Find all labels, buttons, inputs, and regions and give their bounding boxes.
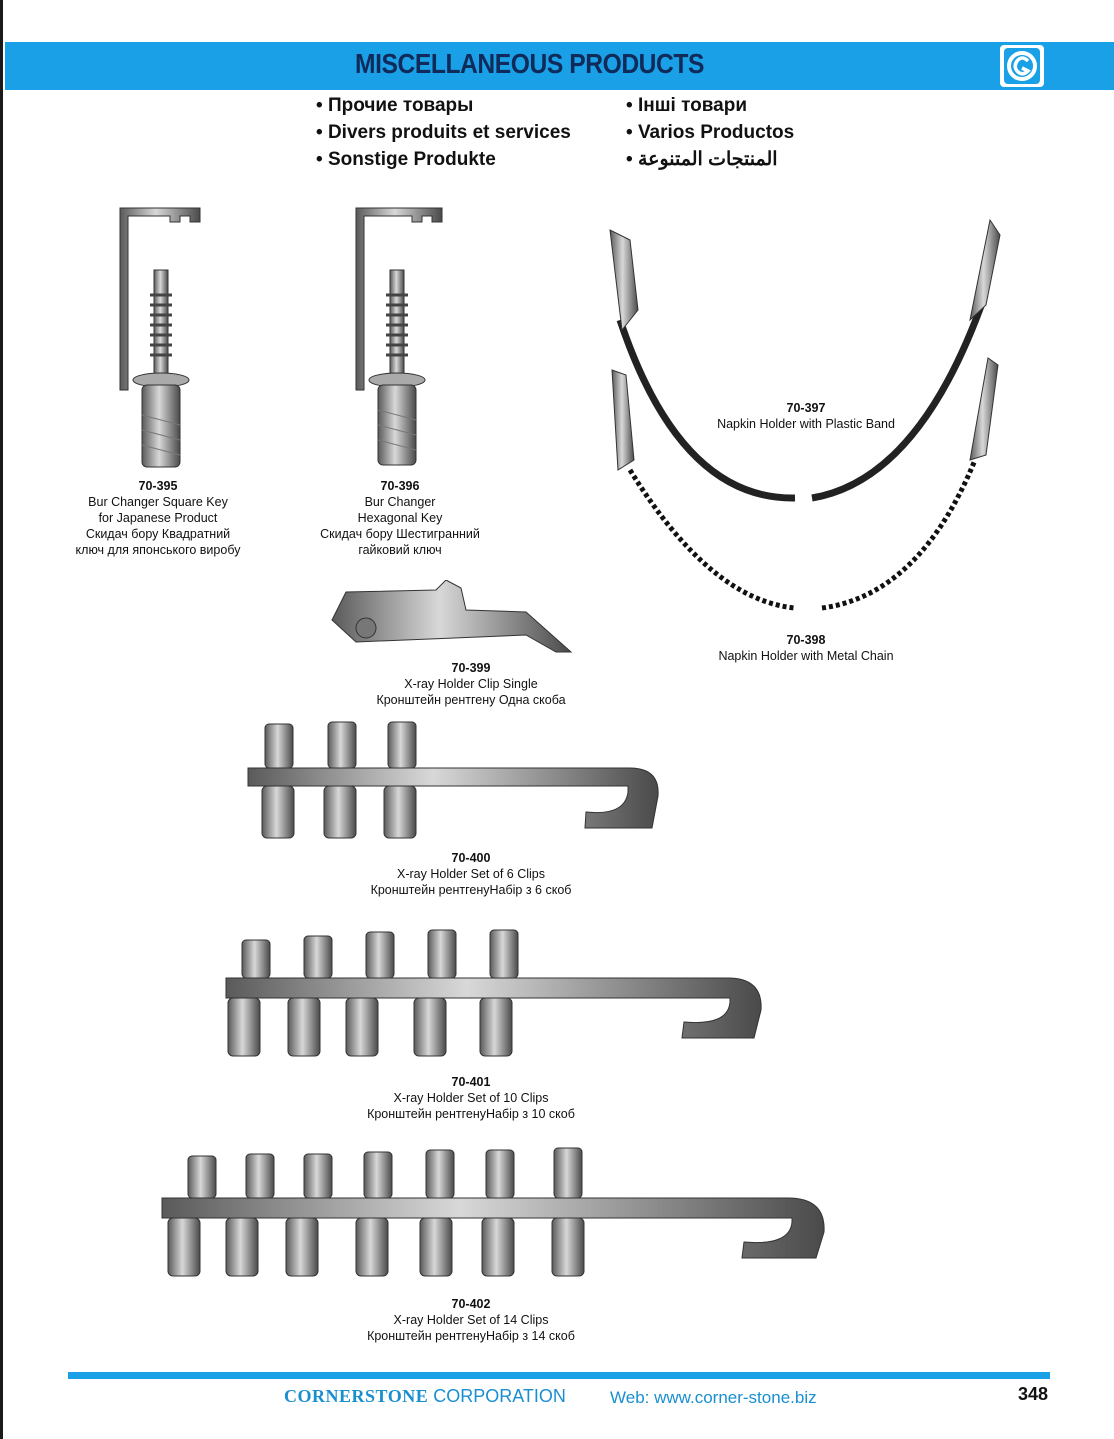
footer-divider <box>68 1372 1050 1379</box>
company-name-bold: CORNERSTONE <box>284 1386 429 1406</box>
product-desc: Bur Changer <box>364 495 436 509</box>
language-item: Прочие товары <box>316 92 571 119</box>
page-border <box>0 0 3 1439</box>
product-code: 70-402 <box>451 1297 491 1311</box>
language-list-right: Інші товари Varios Productos المنتجات ال… <box>626 92 794 173</box>
product-desc: Скидач бору Шестигранний <box>320 527 480 541</box>
product-caption: 70-402 X-ray Holder Set of 14 Clips Крон… <box>340 1296 602 1344</box>
product-code: 70-399 <box>451 661 491 675</box>
napkin-holders-image <box>609 218 1001 611</box>
product-caption: 70-395 Bur Changer Square Key for Japane… <box>60 478 256 558</box>
product-desc: Скидач бору Квадратний <box>85 527 231 541</box>
product-desc: X-ray Holder Set of 6 Clips <box>397 867 545 881</box>
language-item: Sonstige Produkte <box>316 146 571 173</box>
product-desc: гайковий ключ <box>358 543 442 557</box>
product-desc: Napkin Holder with Plastic Band <box>717 417 895 431</box>
language-item: Varios Productos <box>626 119 794 146</box>
product-caption: 70-401 X-ray Holder Set of 10 Clips Крон… <box>340 1074 602 1122</box>
product-desc: Кронштейн рентгену Одна скоба <box>376 693 566 707</box>
product-desc: Napkin Holder with Metal Chain <box>718 649 894 663</box>
product-code: 70-396 <box>380 479 420 493</box>
product-caption: 70-399 X-ray Holder Clip Single Кронштей… <box>340 660 602 708</box>
bur-changer-hexagonal-key-image <box>355 207 443 466</box>
footer-website-link[interactable]: Web: www.corner-stone.biz <box>610 1388 817 1407</box>
header-bar: MISCELLANEOUS PRODUCTS <box>5 42 1114 90</box>
product-code: 70-401 <box>451 1075 491 1089</box>
product-code: 70-400 <box>451 851 491 865</box>
xray-holder-6-clips-image <box>247 721 659 839</box>
product-desc: for Japanese Product <box>98 511 218 525</box>
xray-clip-single-image <box>331 580 573 653</box>
language-list-left: Прочие товары Divers produits et service… <box>316 92 571 173</box>
bur-changer-square-key-image <box>119 207 201 468</box>
product-desc: ключ для японського виробу <box>75 543 241 557</box>
product-code: 70-398 <box>786 633 826 647</box>
product-desc: X-ray Holder Set of 14 Clips <box>393 1313 549 1327</box>
product-caption: 70-400 X-ray Holder Set of 6 Clips Кронш… <box>340 850 602 898</box>
product-desc: Hexagonal Key <box>357 511 443 525</box>
language-item: Divers produits et services <box>316 119 571 146</box>
footer-company: CORNERSTONE CORPORATION <box>284 1386 566 1407</box>
product-caption: 70-397 Napkin Holder with Plastic Band <box>690 400 922 432</box>
product-desc: Кронштейн рентгенуНабір з 10 скоб <box>367 1107 575 1121</box>
product-code: 70-397 <box>786 401 826 415</box>
company-name-rest: CORPORATION <box>433 1386 566 1406</box>
xray-holder-10-clips-image <box>225 929 762 1057</box>
product-desc: Кронштейн рентгенуНабір з 6 скоб <box>370 883 572 897</box>
product-caption: 70-398 Napkin Holder with Metal Chain <box>690 632 922 664</box>
brand-logo-icon <box>1000 45 1044 87</box>
product-desc: Кронштейн рентгенуНабір з 14 скоб <box>367 1329 575 1343</box>
language-item: المنتجات المتنوعة <box>626 146 794 173</box>
xray-holder-14-clips-image <box>161 1147 825 1277</box>
page-number: 348 <box>1018 1384 1049 1404</box>
product-desc: X-ray Holder Clip Single <box>404 677 538 691</box>
language-item: Інші товари <box>626 92 794 119</box>
product-desc: X-ray Holder Set of 10 Clips <box>393 1091 549 1105</box>
page-title: MISCELLANEOUS PRODUCTS <box>354 48 704 79</box>
product-desc: Bur Changer Square Key <box>88 495 228 509</box>
product-code: 70-395 <box>138 479 178 493</box>
product-caption: 70-396 Bur Changer Hexagonal Key Скидач … <box>300 478 500 558</box>
